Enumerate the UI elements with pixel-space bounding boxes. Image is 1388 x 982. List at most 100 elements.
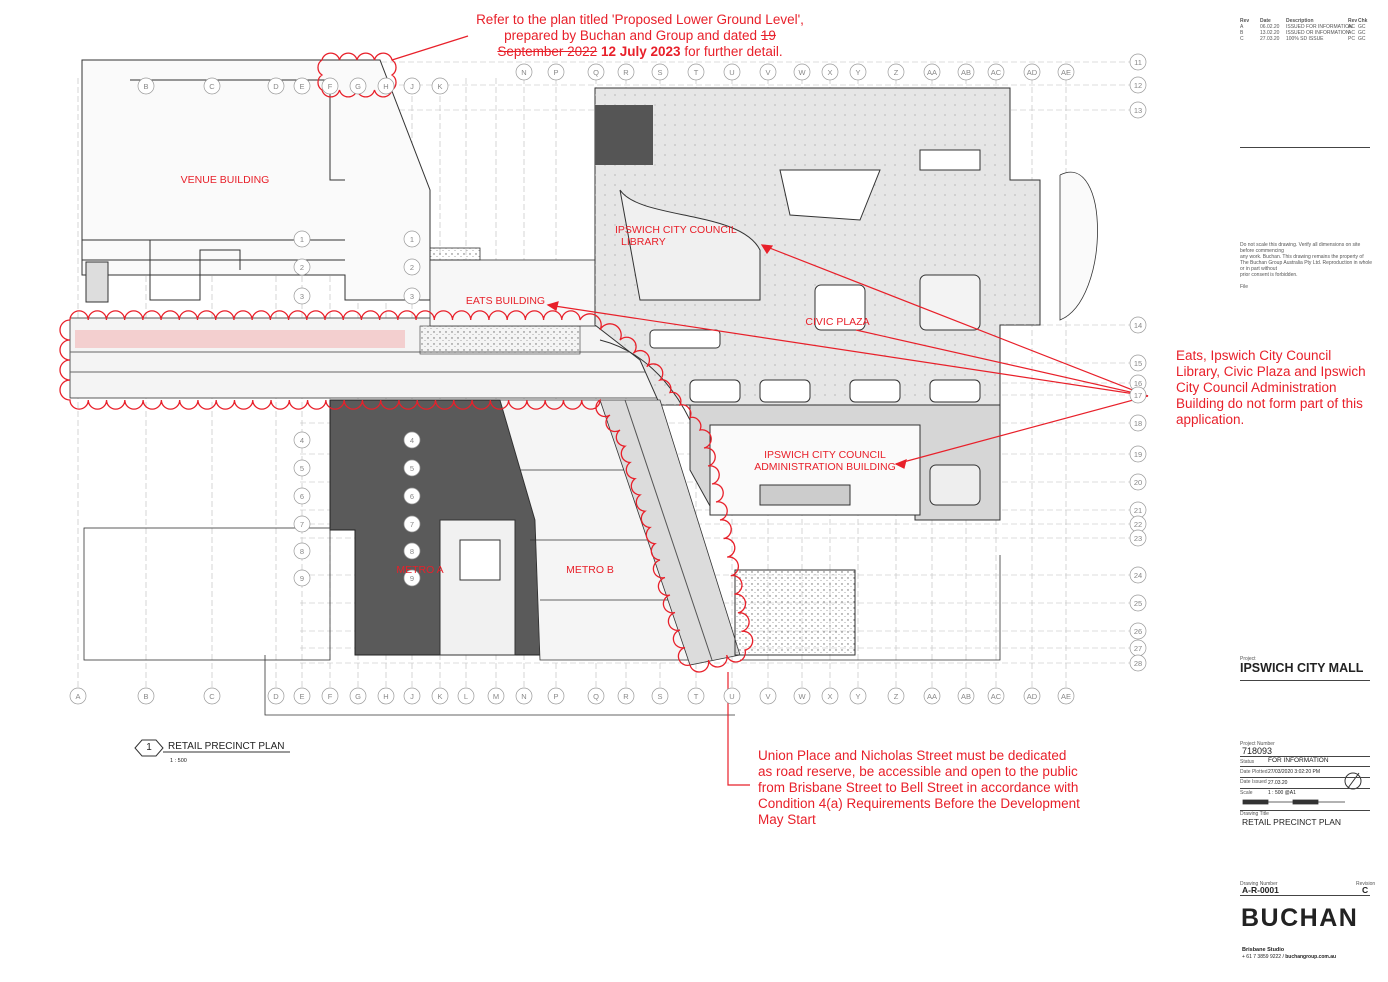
svg-text:B: B xyxy=(143,692,148,701)
grid-bubble-row: 15 xyxy=(1129,354,1147,372)
svg-text:Y: Y xyxy=(855,692,860,701)
grid-bubble-row: 27 xyxy=(1129,639,1147,657)
grid-bubble-bottom: K xyxy=(431,687,449,705)
note-right-line: Library, Civic Plaza and Ipswich xyxy=(1176,364,1366,379)
note-bottom-line: Condition 4(a) Requirements Before the D… xyxy=(758,796,1080,811)
revision-cell: C xyxy=(1240,36,1244,42)
date-plotted-label: Date Plotted xyxy=(1240,769,1268,775)
note-top-new-date: 12 July 2023 xyxy=(600,44,681,59)
label-civic-plaza: CIVIC PLAZA xyxy=(805,316,870,328)
grid-bubble-top: AE xyxy=(1057,63,1075,81)
label-admin-line1: IPSWICH CITY COUNCIL xyxy=(764,449,886,461)
svg-text:R: R xyxy=(623,692,629,701)
grid-bubble-bottom: Z xyxy=(887,687,905,705)
revision-label: Revision xyxy=(1356,881,1376,887)
grid-bubble-row: 8 xyxy=(293,542,311,560)
svg-text:Q: Q xyxy=(593,692,599,701)
north-arrow-icon xyxy=(1344,772,1362,790)
svg-text:9: 9 xyxy=(300,574,304,583)
svg-text:14: 14 xyxy=(1134,321,1142,330)
svg-text:11: 11 xyxy=(1134,58,1142,67)
label-eats-building: EATS BUILDING xyxy=(465,295,546,307)
revision-cell: PC xyxy=(1348,36,1355,42)
grid-bubble-top: V xyxy=(759,63,777,81)
svg-text:T: T xyxy=(694,692,699,701)
svg-text:5: 5 xyxy=(300,464,304,473)
svg-text:H: H xyxy=(383,692,388,701)
grid-bubble-row: 12 xyxy=(1129,76,1147,94)
grid-bubble-bottom: C xyxy=(203,687,221,705)
svg-text:M: M xyxy=(493,692,499,701)
grid-bubble-top: C xyxy=(203,77,221,95)
note-bottom-line: from Brisbane Street to Bell Street in a… xyxy=(758,780,1079,795)
svg-text:G: G xyxy=(355,692,361,701)
svg-text:22: 22 xyxy=(1134,520,1142,529)
svg-text:S: S xyxy=(657,68,662,77)
grid-bubble-bottom: AD xyxy=(1023,687,1041,705)
revision-cell: 06.02.20 xyxy=(1260,24,1280,30)
grid-bubble-bottom: H xyxy=(377,687,395,705)
note-right-line: application. xyxy=(1176,412,1245,427)
grid-bubble-row: 3 xyxy=(293,287,311,305)
svg-text:8: 8 xyxy=(300,547,304,556)
grid-bubble-top: H xyxy=(377,77,395,95)
svg-text:19: 19 xyxy=(1134,450,1142,459)
grid-bubble-top: K xyxy=(431,77,449,95)
svg-text:7: 7 xyxy=(300,520,304,529)
svg-text:R: R xyxy=(623,68,629,77)
svg-text:P: P xyxy=(553,68,558,77)
drawing-title-text: RETAIL PRECINCT PLAN xyxy=(1242,817,1342,827)
grid-bubble-bottom: AB xyxy=(957,687,975,705)
revision-cell: ISSUED FOR INFORMATION xyxy=(1286,24,1353,30)
grid-bubble-top: W xyxy=(793,63,811,81)
revision-cell: 13.02.20 xyxy=(1260,30,1280,36)
revision-cloud xyxy=(59,310,754,673)
grid-bubble-row: 2 xyxy=(403,258,421,276)
grid-bubble-row: 3 xyxy=(403,287,421,305)
svg-text:N: N xyxy=(521,692,526,701)
revision-cell: A xyxy=(1240,24,1244,30)
drawing-title-scale: 1 : 500 xyxy=(170,758,187,764)
grid-bubble-row: 11 xyxy=(1129,53,1147,71)
grid-bubble-top: U xyxy=(723,63,741,81)
grid-bubble-row: 23 xyxy=(1129,529,1147,547)
svg-text:V: V xyxy=(765,68,770,77)
grid-bubble-bottom: T xyxy=(687,687,705,705)
contact-web: buchangroup.com.au xyxy=(1285,954,1337,960)
label-admin-line2: ADMINISTRATION BUILDING xyxy=(754,461,896,473)
grid-bubble-top: G xyxy=(349,77,367,95)
grid-bubble-row: 22 xyxy=(1129,515,1147,533)
eats-building xyxy=(429,247,601,327)
drawing-title-label: Drawing Title xyxy=(1240,811,1269,817)
drawing-number-label: Drawing Number xyxy=(1240,881,1278,887)
grid-bubble-row: 6 xyxy=(403,487,421,505)
svg-text:Z: Z xyxy=(894,68,899,77)
revision-cell: AC xyxy=(1348,30,1355,36)
svg-text:A: A xyxy=(75,692,80,701)
grid-bubble-bottom: X xyxy=(821,687,839,705)
grid-bubble-row: 24 xyxy=(1129,566,1147,584)
svg-text:D: D xyxy=(273,82,279,91)
grid-bubble-bottom: P xyxy=(547,687,565,705)
revision-letter: C xyxy=(1362,885,1369,895)
label-metro-a: METRO A xyxy=(396,564,444,576)
svg-text:20: 20 xyxy=(1134,478,1142,487)
grid-bubble-bottom: A xyxy=(69,687,87,705)
svg-text:AB: AB xyxy=(961,692,971,701)
drawing-title: RETAIL PRECINCT PLAN xyxy=(168,741,285,752)
grid-bubble-top: Q xyxy=(587,63,605,81)
grid-bubble-row: 28 xyxy=(1129,654,1147,672)
scale-value: 1 : 500 @A1 xyxy=(1268,790,1296,796)
grid-bubble-top: D xyxy=(267,77,285,95)
note-bottom-line: May Start xyxy=(758,812,816,827)
lower-outlines xyxy=(83,171,1098,716)
svg-text:2: 2 xyxy=(410,263,414,272)
grid-bubble-top: AB xyxy=(957,63,975,81)
grid-bubble-row: 8 xyxy=(403,542,421,560)
revision-cell: Rev xyxy=(1240,18,1250,24)
scale-bar xyxy=(1242,799,1345,805)
svg-text:L: L xyxy=(464,692,468,701)
